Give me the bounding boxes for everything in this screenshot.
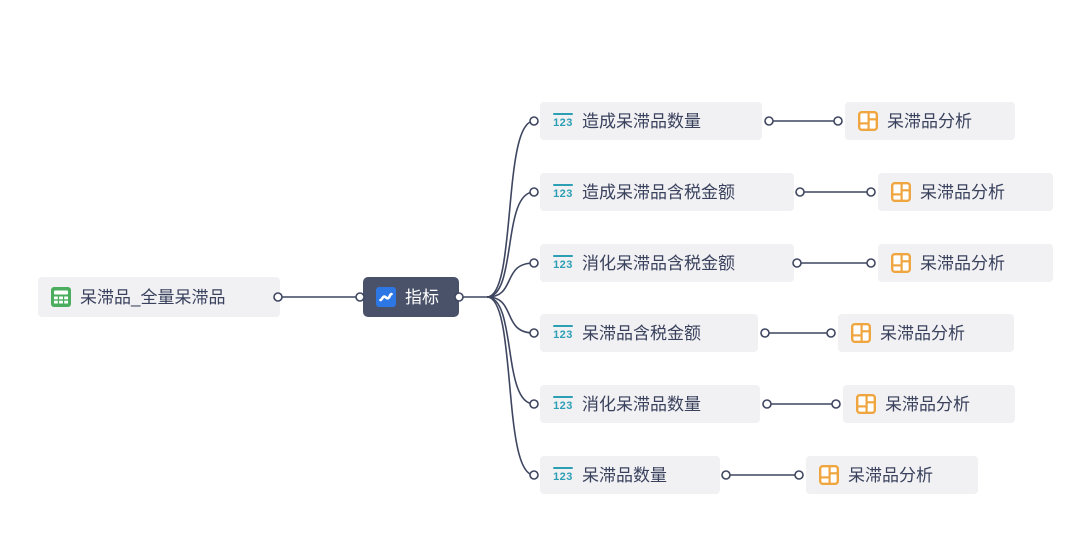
port	[795, 187, 805, 197]
port	[831, 399, 841, 409]
port	[794, 470, 804, 480]
port	[529, 187, 539, 197]
port	[529, 328, 539, 338]
metric-node-label: 呆滞品含税金额	[582, 323, 701, 343]
dashboard-icon	[851, 323, 871, 343]
analysis-node-3[interactable]: 呆滞品分析	[878, 244, 1053, 282]
port	[721, 470, 731, 480]
edge-hub-metric-1	[486, 120, 535, 298]
port	[866, 258, 876, 268]
dataset-node[interactable]: 呆滞品_全量呆滞品	[38, 277, 280, 317]
metric-node-label: 呆滞品数量	[582, 465, 667, 485]
port	[529, 258, 539, 268]
metric-node-5[interactable]: 123 消化呆滞品数量	[540, 385, 760, 423]
numeric-123-icon: 123	[553, 396, 573, 412]
analysis-node-label: 呆滞品分析	[885, 394, 970, 414]
metric-wave-icon	[376, 287, 396, 307]
analysis-node-4[interactable]: 呆滞品分析	[838, 314, 1014, 352]
edge-hub-metric-2	[486, 191, 535, 298]
analysis-node-label: 呆滞品分析	[848, 465, 933, 485]
numeric-123-icon: 123	[553, 325, 573, 341]
edge-hub-metric-3	[486, 262, 535, 298]
table-icon	[51, 287, 71, 307]
port	[529, 116, 539, 126]
edge-hub-metric-4	[486, 296, 535, 334]
port	[764, 116, 774, 126]
analysis-node-5[interactable]: 呆滞品分析	[843, 385, 1015, 423]
metric-hub-label: 指标	[405, 287, 439, 307]
metric-node-3[interactable]: 123 消化呆滞品含税金额	[540, 244, 794, 282]
metric-node-2[interactable]: 123 造成呆滞品含税金额	[540, 173, 794, 211]
port	[529, 470, 539, 480]
port	[792, 258, 802, 268]
port	[762, 399, 772, 409]
dashboard-icon	[856, 394, 876, 414]
edge-hub-metric-6	[486, 296, 535, 476]
port	[833, 116, 843, 126]
port	[529, 399, 539, 409]
analysis-node-label: 呆滞品分析	[920, 182, 1005, 202]
dashboard-icon	[891, 182, 911, 202]
metric-node-label: 造成呆滞品含税金额	[582, 182, 735, 202]
port	[826, 328, 836, 338]
dashboard-icon	[891, 253, 911, 273]
metric-node-label: 造成呆滞品数量	[582, 111, 701, 131]
dataset-node-label: 呆滞品_全量呆滞品	[80, 287, 226, 307]
metric-node-1[interactable]: 123 造成呆滞品数量	[540, 102, 762, 140]
port	[866, 187, 876, 197]
metric-hub-node[interactable]: 指标	[363, 277, 459, 317]
analysis-node-6[interactable]: 呆滞品分析	[806, 456, 978, 494]
port	[760, 328, 770, 338]
analysis-node-2[interactable]: 呆滞品分析	[878, 173, 1053, 211]
analysis-node-label: 呆滞品分析	[887, 111, 972, 131]
edge-hub-metric-5	[486, 296, 535, 405]
analysis-node-1[interactable]: 呆滞品分析	[845, 102, 1015, 140]
dashboard-icon	[858, 111, 878, 131]
metric-node-label: 消化呆滞品含税金额	[582, 253, 735, 273]
numeric-123-icon: 123	[553, 467, 573, 483]
analysis-node-label: 呆滞品分析	[920, 253, 1005, 273]
dashboard-icon	[819, 465, 839, 485]
numeric-123-icon: 123	[553, 113, 573, 129]
metric-node-6[interactable]: 123 呆滞品数量	[540, 456, 720, 494]
metric-node-label: 消化呆滞品数量	[582, 394, 701, 414]
analysis-node-label: 呆滞品分析	[880, 323, 965, 343]
numeric-123-icon: 123	[553, 255, 573, 271]
numeric-123-icon: 123	[553, 184, 573, 200]
metric-node-4[interactable]: 123 呆滞品含税金额	[540, 314, 758, 352]
